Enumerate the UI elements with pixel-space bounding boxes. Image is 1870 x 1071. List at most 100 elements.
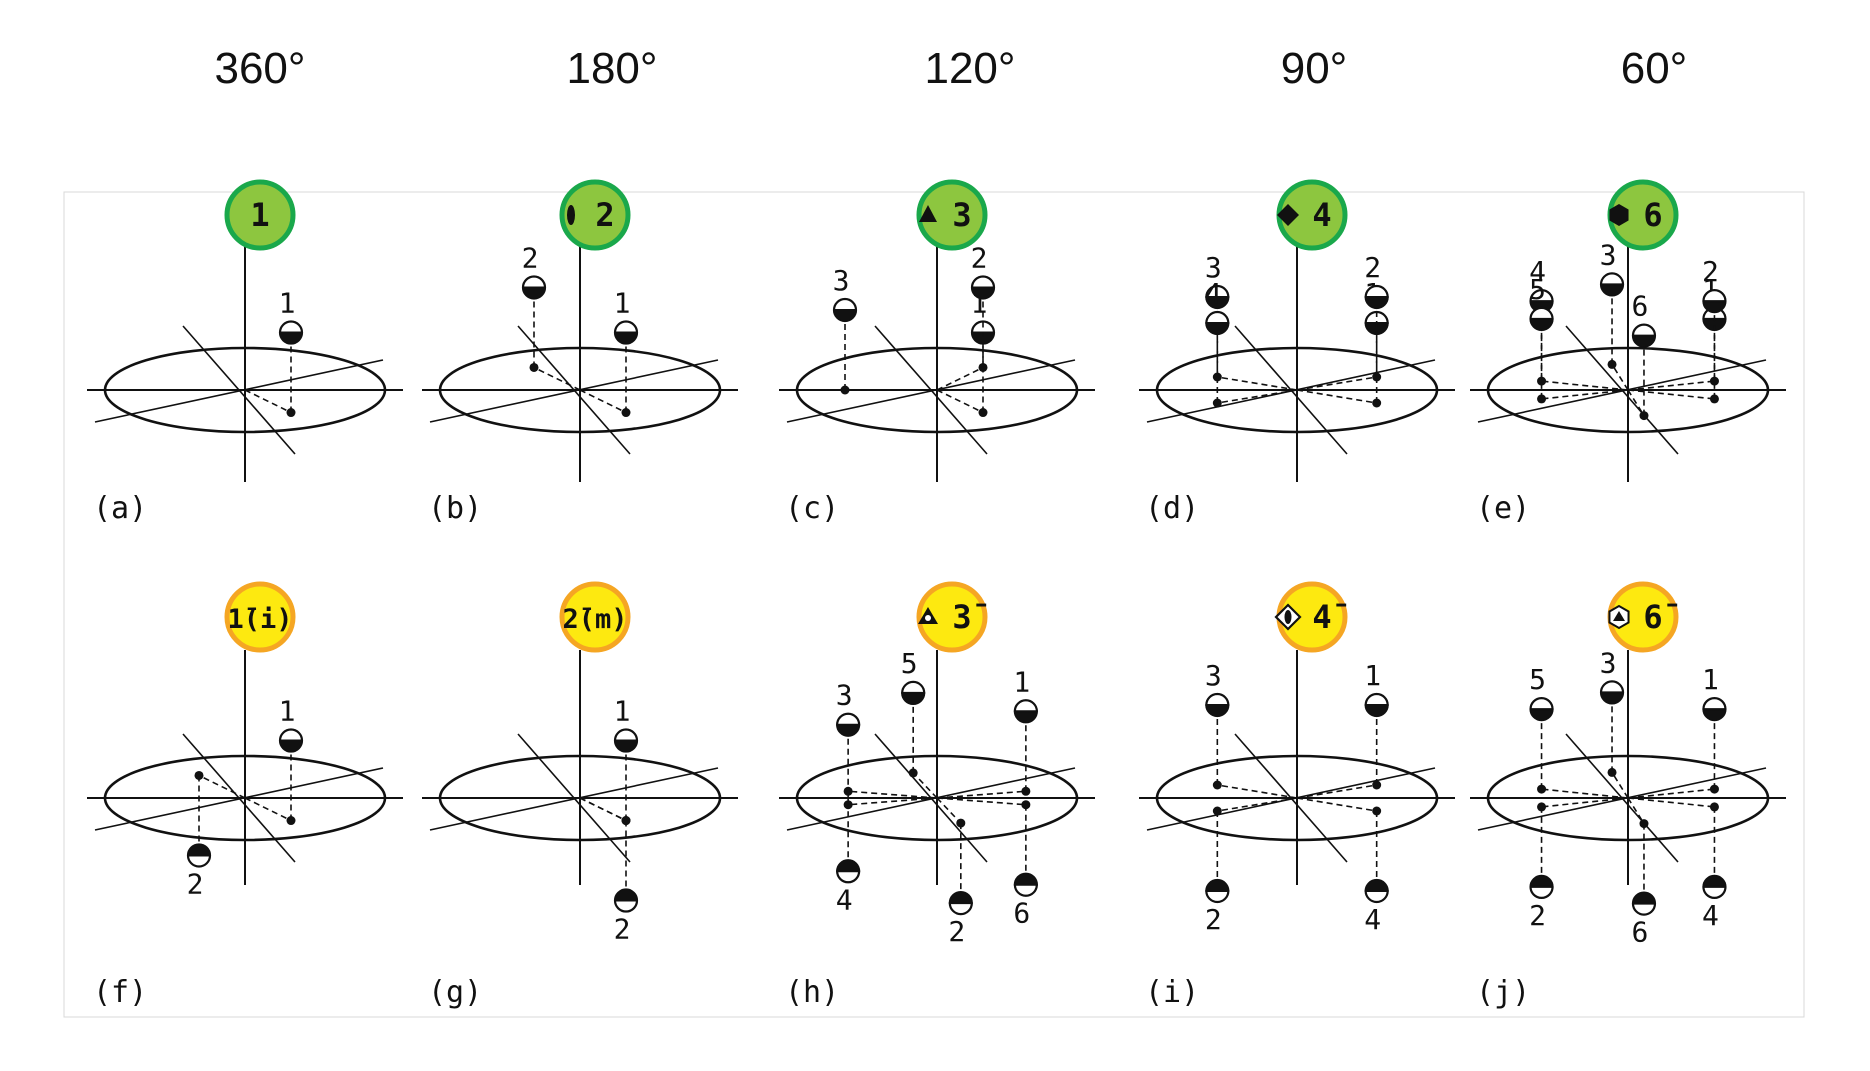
oblique-axis (517, 325, 631, 455)
point-label: 2 (971, 241, 988, 274)
symbol-label: 4 (1312, 196, 1331, 234)
plane-point (1212, 780, 1222, 790)
symbol-label: 3 (952, 196, 971, 234)
projection-line (1611, 771, 1629, 799)
projection-line (1217, 784, 1298, 799)
motif-marker (278, 728, 304, 753)
symbol-badge (559, 179, 631, 251)
plane-point (1709, 376, 1719, 386)
angle-label-90: 90° (1280, 44, 1348, 93)
motif-marker (1599, 272, 1625, 297)
point-label: 2 (1205, 903, 1222, 936)
panel-g: 122̄(m)(g) (422, 581, 738, 1010)
projection-line (1627, 797, 1715, 808)
plane-point (621, 408, 631, 418)
symbol-badge (224, 179, 296, 251)
plane-point (1021, 786, 1031, 796)
point-label: 4 (1364, 903, 1381, 936)
motif-marker (970, 275, 996, 300)
motif-marker (901, 680, 926, 705)
point-label: 1 (279, 287, 296, 320)
plane-point (194, 770, 204, 780)
motif-marker (832, 297, 858, 323)
point-label: 3 (1600, 238, 1617, 271)
projection-line (1627, 389, 1715, 400)
plane-point (840, 385, 850, 395)
point-label: 2 (1702, 255, 1719, 288)
angle-label-180: 180° (566, 44, 658, 93)
projection-line (1541, 380, 1629, 391)
plane-point (1372, 372, 1382, 382)
projection-line (244, 389, 292, 414)
motif-marker (1702, 874, 1727, 899)
plane-point (1537, 784, 1547, 794)
projection-line (936, 797, 1026, 806)
projection-line (1217, 376, 1298, 391)
panel-caption: (e) (1476, 491, 1530, 526)
projection-line (1627, 380, 1715, 391)
point-label: 6 (1632, 290, 1649, 323)
point-label: 5 (1529, 663, 1546, 696)
projection-line (1627, 797, 1645, 825)
panel-b: 122(b) (422, 179, 738, 526)
angle-label-60: 60° (1620, 44, 1688, 93)
oblique-axis (182, 733, 296, 863)
triangle-icon (919, 205, 937, 222)
point-label: 4 (1529, 255, 1546, 288)
symbol-label: 2 (595, 196, 614, 234)
projection-line (1541, 389, 1629, 400)
motif-marker (1364, 878, 1389, 904)
point-label: 3 (1205, 659, 1222, 692)
motif-marker (278, 320, 304, 345)
motif-marker (521, 275, 547, 300)
projection-line (533, 366, 581, 391)
panel-caption: (b) (428, 491, 482, 526)
plane-point (1021, 800, 1031, 810)
projection-line (936, 366, 984, 391)
motif-marker (1631, 891, 1657, 916)
point-label: 4 (1702, 899, 1719, 932)
motif-marker (1364, 284, 1389, 310)
motif-marker (1205, 310, 1230, 336)
panel-caption: (c) (785, 491, 839, 526)
projection-line (1541, 788, 1629, 799)
motif-marker (1702, 697, 1727, 722)
motif-marker (1529, 874, 1554, 899)
point-label: 5 (901, 647, 918, 680)
symbol-label: 6 (1643, 196, 1662, 234)
plane-point (1709, 802, 1719, 812)
plane-point (286, 816, 296, 826)
point-label: 3 (833, 264, 850, 297)
motif-marker (1364, 692, 1389, 718)
plane-point (1212, 806, 1222, 816)
oblique-axis (517, 733, 631, 863)
point-label: 2 (948, 915, 965, 948)
plane-point (1372, 398, 1382, 408)
oblique-axis (182, 325, 296, 455)
motif-marker (836, 859, 861, 884)
panel-caption: (f) (93, 975, 147, 1010)
projection-line (848, 797, 938, 806)
point-label: 1 (1702, 663, 1719, 696)
plane-point (1607, 767, 1617, 777)
plane-point (1639, 819, 1649, 829)
projection-line (936, 389, 984, 414)
point-label: 4 (836, 883, 853, 916)
panel-caption: (j) (1476, 975, 1530, 1010)
projection-line (244, 797, 292, 822)
motif-marker (836, 712, 861, 737)
motif-marker (1631, 323, 1657, 348)
symbol-badge (559, 581, 631, 653)
panel-caption: (i) (1145, 975, 1199, 1010)
motif-marker (613, 888, 639, 913)
projection-line (579, 797, 627, 822)
point-label: 6 (1632, 916, 1649, 949)
plane-point (908, 768, 918, 778)
motif-marker (1013, 872, 1038, 897)
point-label: 3 (1600, 646, 1617, 679)
